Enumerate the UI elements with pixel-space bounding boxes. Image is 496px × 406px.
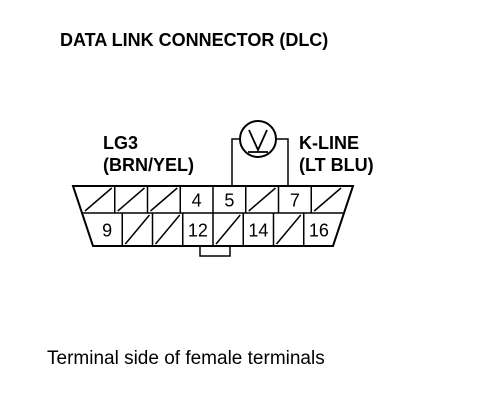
- connector-outline: [71, 185, 355, 247]
- terminal-slash-1: [84, 187, 113, 212]
- terminal-number-14: 14: [248, 221, 268, 241]
- diagram-title: DATA LINK CONNECTOR (DLC): [60, 30, 329, 50]
- terminal-slash-11: [154, 214, 181, 245]
- top-row-terminals: 4 5 7: [84, 186, 342, 213]
- caption: Terminal side of female terminals: [47, 348, 325, 369]
- bottom-row-terminals: 9 12 14 16: [102, 213, 329, 246]
- terminal-number-9: 9: [102, 221, 112, 241]
- kline-label: K-LINE (LT BLU): [299, 132, 374, 176]
- lg3-label: LG3 (BRN/YEL): [103, 132, 194, 176]
- terminal-number-16: 16: [309, 221, 329, 241]
- terminal-slash-6: [248, 187, 276, 212]
- terminal-slash-2: [117, 187, 145, 212]
- kline-name: K-LINE: [299, 133, 359, 153]
- terminal-slash-15: [275, 214, 302, 245]
- kline-wire-color: (LT BLU): [299, 155, 374, 175]
- terminal-slash-8: [313, 187, 342, 212]
- terminal-slash-13: [215, 214, 241, 245]
- lg3-wire-color: (BRN/YEL): [103, 155, 194, 175]
- terminal-number-7: 7: [290, 191, 300, 211]
- terminal-number-4: 4: [192, 191, 202, 211]
- terminal-slash-10: [124, 214, 151, 245]
- terminal-number-5: 5: [224, 191, 234, 211]
- connector-latch: [199, 246, 231, 257]
- lg3-name: LG3: [103, 133, 139, 153]
- terminal-slash-3: [150, 187, 178, 212]
- voltmeter-v-symbol: [248, 129, 268, 153]
- voltmeter-lead-left: [231, 138, 240, 186]
- voltmeter-lead-right: [276, 138, 289, 186]
- terminal-number-12: 12: [188, 221, 208, 241]
